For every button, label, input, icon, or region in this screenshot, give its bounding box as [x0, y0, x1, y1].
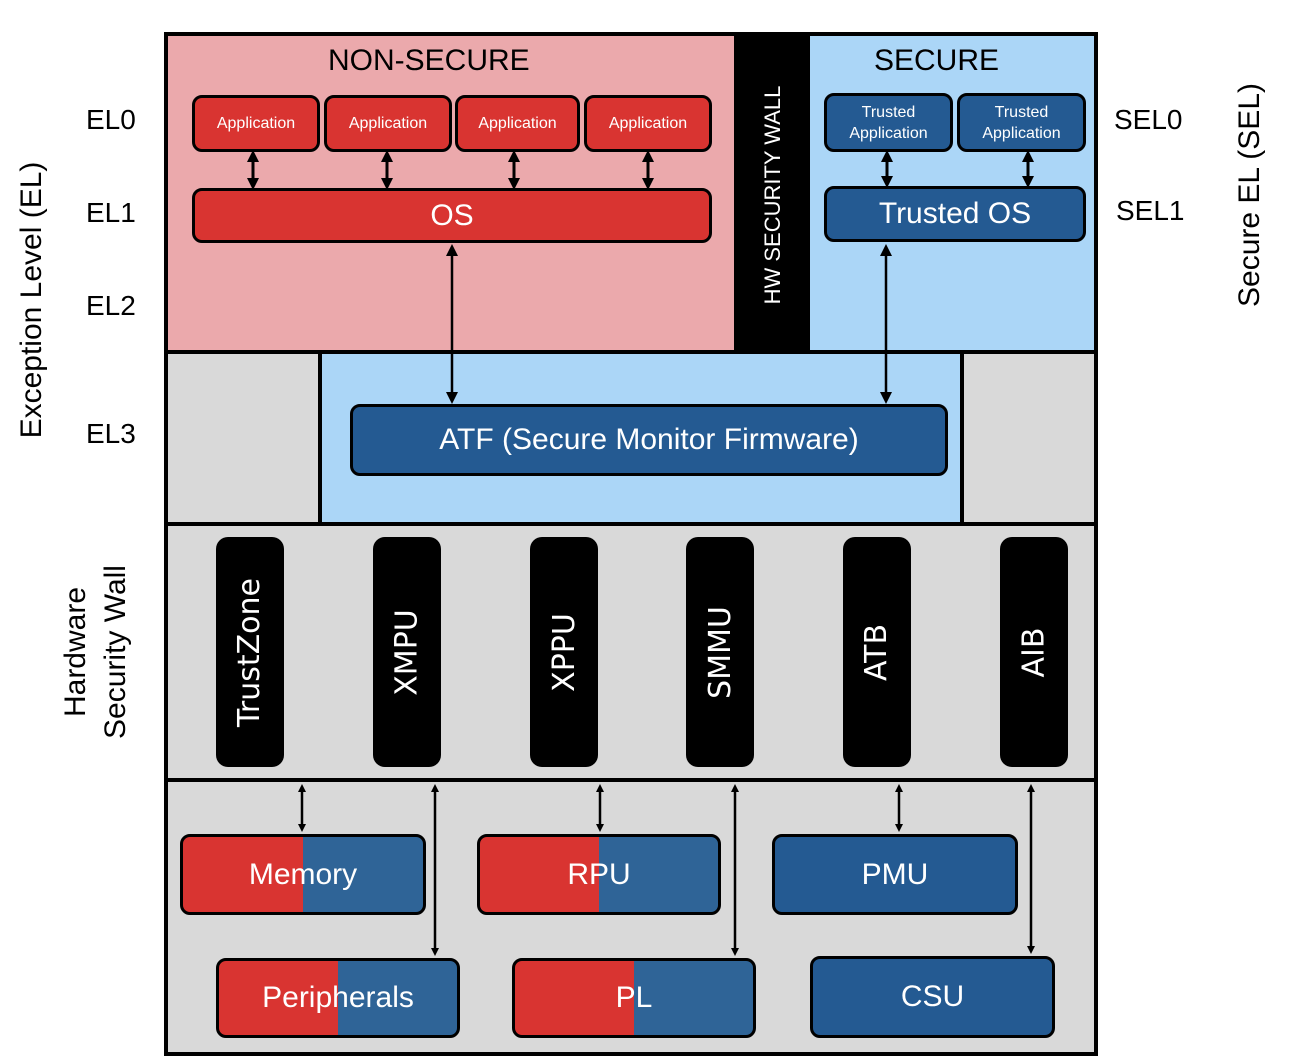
- trusted-application-label: Trusted Application: [849, 103, 928, 142]
- trustzone-pillar: TrustZone: [216, 537, 284, 767]
- application-label: Application: [348, 114, 428, 132]
- atf-firmware-label: ATF (Secure Monitor Firmware): [439, 423, 859, 456]
- el3-label: EL3: [86, 418, 136, 449]
- memory-box: Memory: [180, 834, 426, 915]
- trusted-os-label: Trusted OS: [878, 197, 1032, 230]
- atf-firmware-box: ATF (Secure Monitor Firmware): [350, 404, 948, 476]
- atb-pillar: ATB: [843, 537, 911, 767]
- memory-label: Memory: [248, 857, 358, 891]
- rpu-label: RPU: [567, 857, 631, 891]
- smmu-pillar: SMMU: [686, 537, 754, 767]
- os-box: OS: [192, 188, 712, 243]
- rpu-box: RPU: [477, 834, 721, 915]
- hardware-wall-axis-title-line1: Hardware: [59, 586, 92, 718]
- application-label: Application: [478, 114, 557, 132]
- secure-title: SECURE: [874, 44, 1000, 77]
- pl-box: PL: [512, 958, 756, 1038]
- application-label: Application: [608, 114, 688, 132]
- trusted-application-label: Trusted Application: [982, 103, 1061, 142]
- csu-box: CSU: [810, 956, 1055, 1038]
- hardware-wall-axis-title-line2: Security Wall: [99, 565, 132, 739]
- trusted-application-box: Trusted Application: [957, 93, 1086, 152]
- non-secure-title: NON-SECURE: [328, 44, 530, 77]
- xmpu-pillar: XMPU: [373, 537, 441, 767]
- pmu-box: PMU: [772, 834, 1018, 915]
- trusted-os-box: Trusted OS: [824, 186, 1086, 242]
- el1-label: EL1: [86, 197, 136, 228]
- application-box: Application: [584, 95, 712, 152]
- sel1-label: SEL1: [1116, 195, 1185, 226]
- os-label: OS: [430, 198, 474, 232]
- el2-label: EL2: [86, 290, 136, 321]
- pl-label: PL: [615, 981, 653, 1014]
- peripherals-box: Peripherals: [216, 958, 460, 1038]
- pmu-label: PMU: [861, 857, 929, 891]
- peripherals-label: Peripherals: [262, 981, 414, 1014]
- application-label: Application: [216, 114, 296, 132]
- aib-pillar: AIB: [1000, 537, 1068, 767]
- trusted-application-box: Trusted Application: [824, 93, 953, 152]
- secure-el-axis-title: Secure EL (SEL): [1233, 83, 1266, 307]
- sel0-label: SEL0: [1114, 104, 1183, 135]
- xppu-pillar: XPPU: [530, 537, 598, 767]
- hardware-wall-region: [164, 522, 1098, 782]
- exception-level-axis-title: Exception Level (EL): [15, 161, 48, 439]
- el0-label: EL0: [86, 104, 136, 135]
- csu-label: CSU: [900, 980, 965, 1013]
- hw-security-wall: [734, 32, 812, 354]
